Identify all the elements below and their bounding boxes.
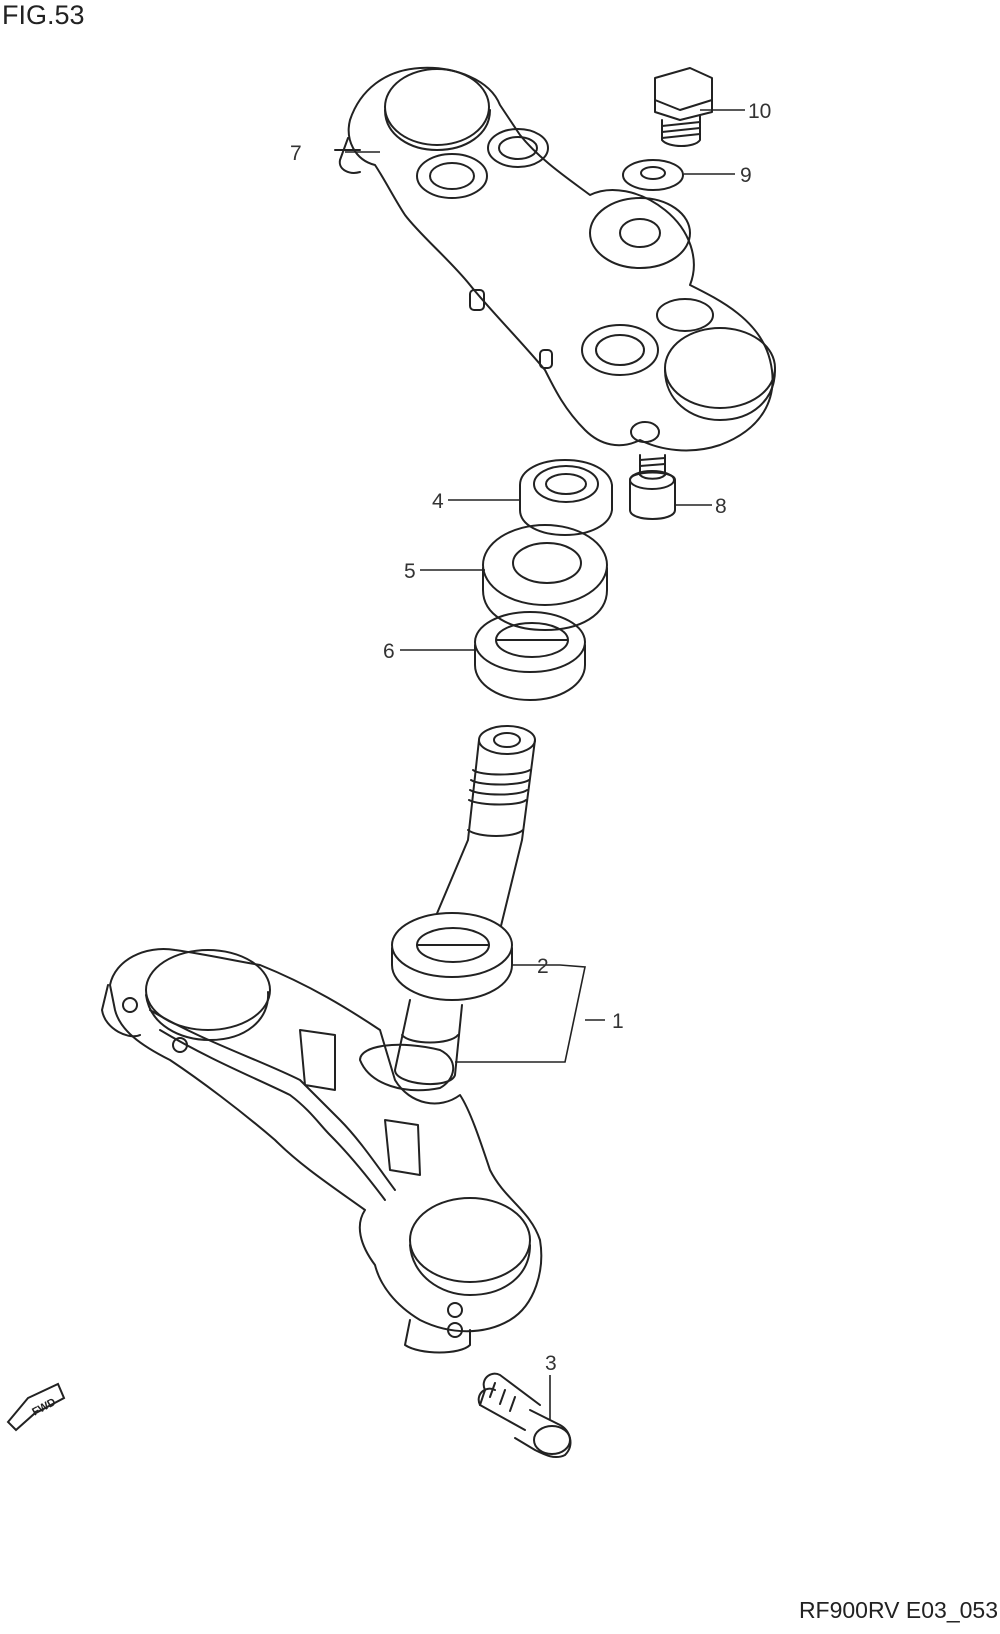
callout-numbers: 7 10 9 4 8 5 6 2 1 3: [290, 100, 771, 1375]
bearing-part-6[interactable]: [474, 611, 586, 701]
callout-6: 6: [383, 640, 395, 663]
callout-5: 5: [404, 560, 416, 583]
stem-bearing-part-2[interactable]: [391, 912, 513, 1001]
callout-2: 2: [537, 955, 549, 978]
callout-3: 3: [545, 1352, 557, 1375]
callout-8: 8: [715, 495, 727, 518]
washer-part-9[interactable]: [622, 159, 684, 191]
figure-title: FIG.53: [2, 0, 85, 30]
figure-code: RF900RV E03_053: [798, 1597, 998, 1623]
nut-part-4[interactable]: [519, 459, 613, 536]
upper-bracket-part-7[interactable]: [334, 66, 776, 452]
callout-10: 10: [748, 100, 771, 123]
bolt-part-10[interactable]: [654, 67, 713, 147]
callout-1: 1: [612, 1010, 624, 1033]
callout-4: 4: [432, 490, 444, 513]
bolt-part-8[interactable]: [629, 454, 676, 520]
callout-7: 7: [290, 142, 302, 165]
dust-seal-part-5[interactable]: [482, 524, 608, 631]
callout-leaders: [345, 109, 745, 1420]
callout-9: 9: [740, 164, 752, 187]
bolt-part-3[interactable]: [477, 1372, 572, 1459]
steering-stem-part-1[interactable]: [101, 725, 543, 1354]
forward-direction-icon: FWD: [6, 1382, 66, 1432]
